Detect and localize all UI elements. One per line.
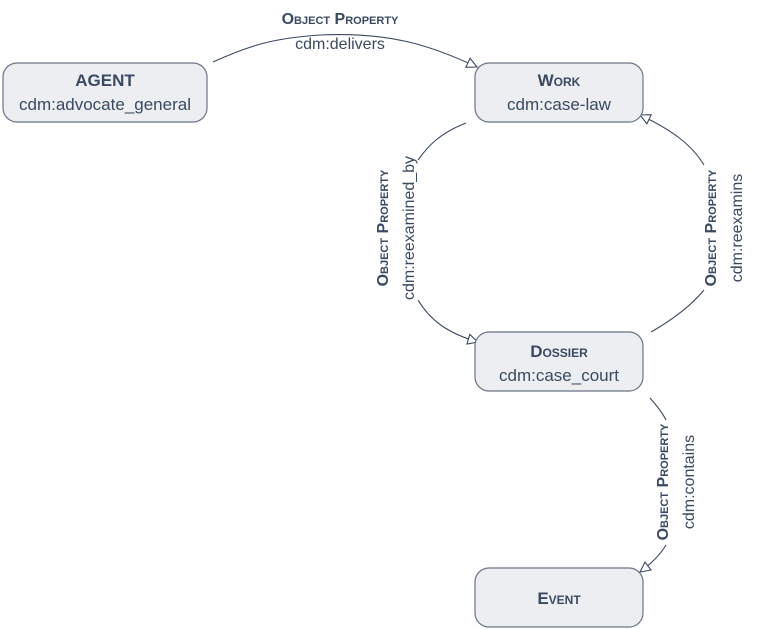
node-work-subtitle: cdm:case-law [507,95,612,114]
node-agent-title: AGENT [75,71,135,90]
edge-reexamined-by-line-lower [417,299,478,342]
node-work-title: Work [538,71,581,90]
edge-reexamined-by-label: Object Property cdm:reexamined_by [375,156,418,300]
edge-delivers-label: Object Property cdm:delivers [282,11,399,53]
edge-reexamined-by-name: cdm:reexamined_by [401,156,418,300]
edge-reexamins-label: Object Property cdm:reexamins [703,169,746,286]
edge-contains-line-upper [649,397,667,421]
edge-contains-name: cdm:contains [681,435,698,529]
node-event[interactable]: Event [474,567,644,628]
node-event-title: Event [537,589,581,608]
node-work[interactable]: Work cdm:case-law [474,62,644,123]
edge-delivers-line [212,34,477,67]
node-dossier-title: Dossier [530,342,588,361]
edge-contains-kind: Object Property [655,423,672,540]
edge-delivers-kind: Object Property [282,11,399,28]
edge-reexamins-line-lower [650,289,705,333]
edge-reexamins-kind: Object Property [703,169,720,286]
edge-reexamins-name: cdm:reexamins [729,174,746,282]
edge-reexamins-line-upper [640,115,705,166]
node-dossier[interactable]: Dossier cdm:case_court [474,331,644,392]
edge-reexamined-by-kind: Object Property [375,169,392,286]
edge-contains-label: Object Property cdm:contains [655,423,698,540]
edge-delivers-name: cdm:delivers [295,36,385,53]
node-dossier-subtitle: cdm:case_court [499,366,619,385]
node-agent[interactable]: AGENT cdm:advocate_general [2,62,208,123]
edge-contains-line-lower [640,544,667,572]
node-agent-subtitle: cdm:advocate_general [19,95,191,114]
edge-reexamined-by-line [417,122,467,161]
